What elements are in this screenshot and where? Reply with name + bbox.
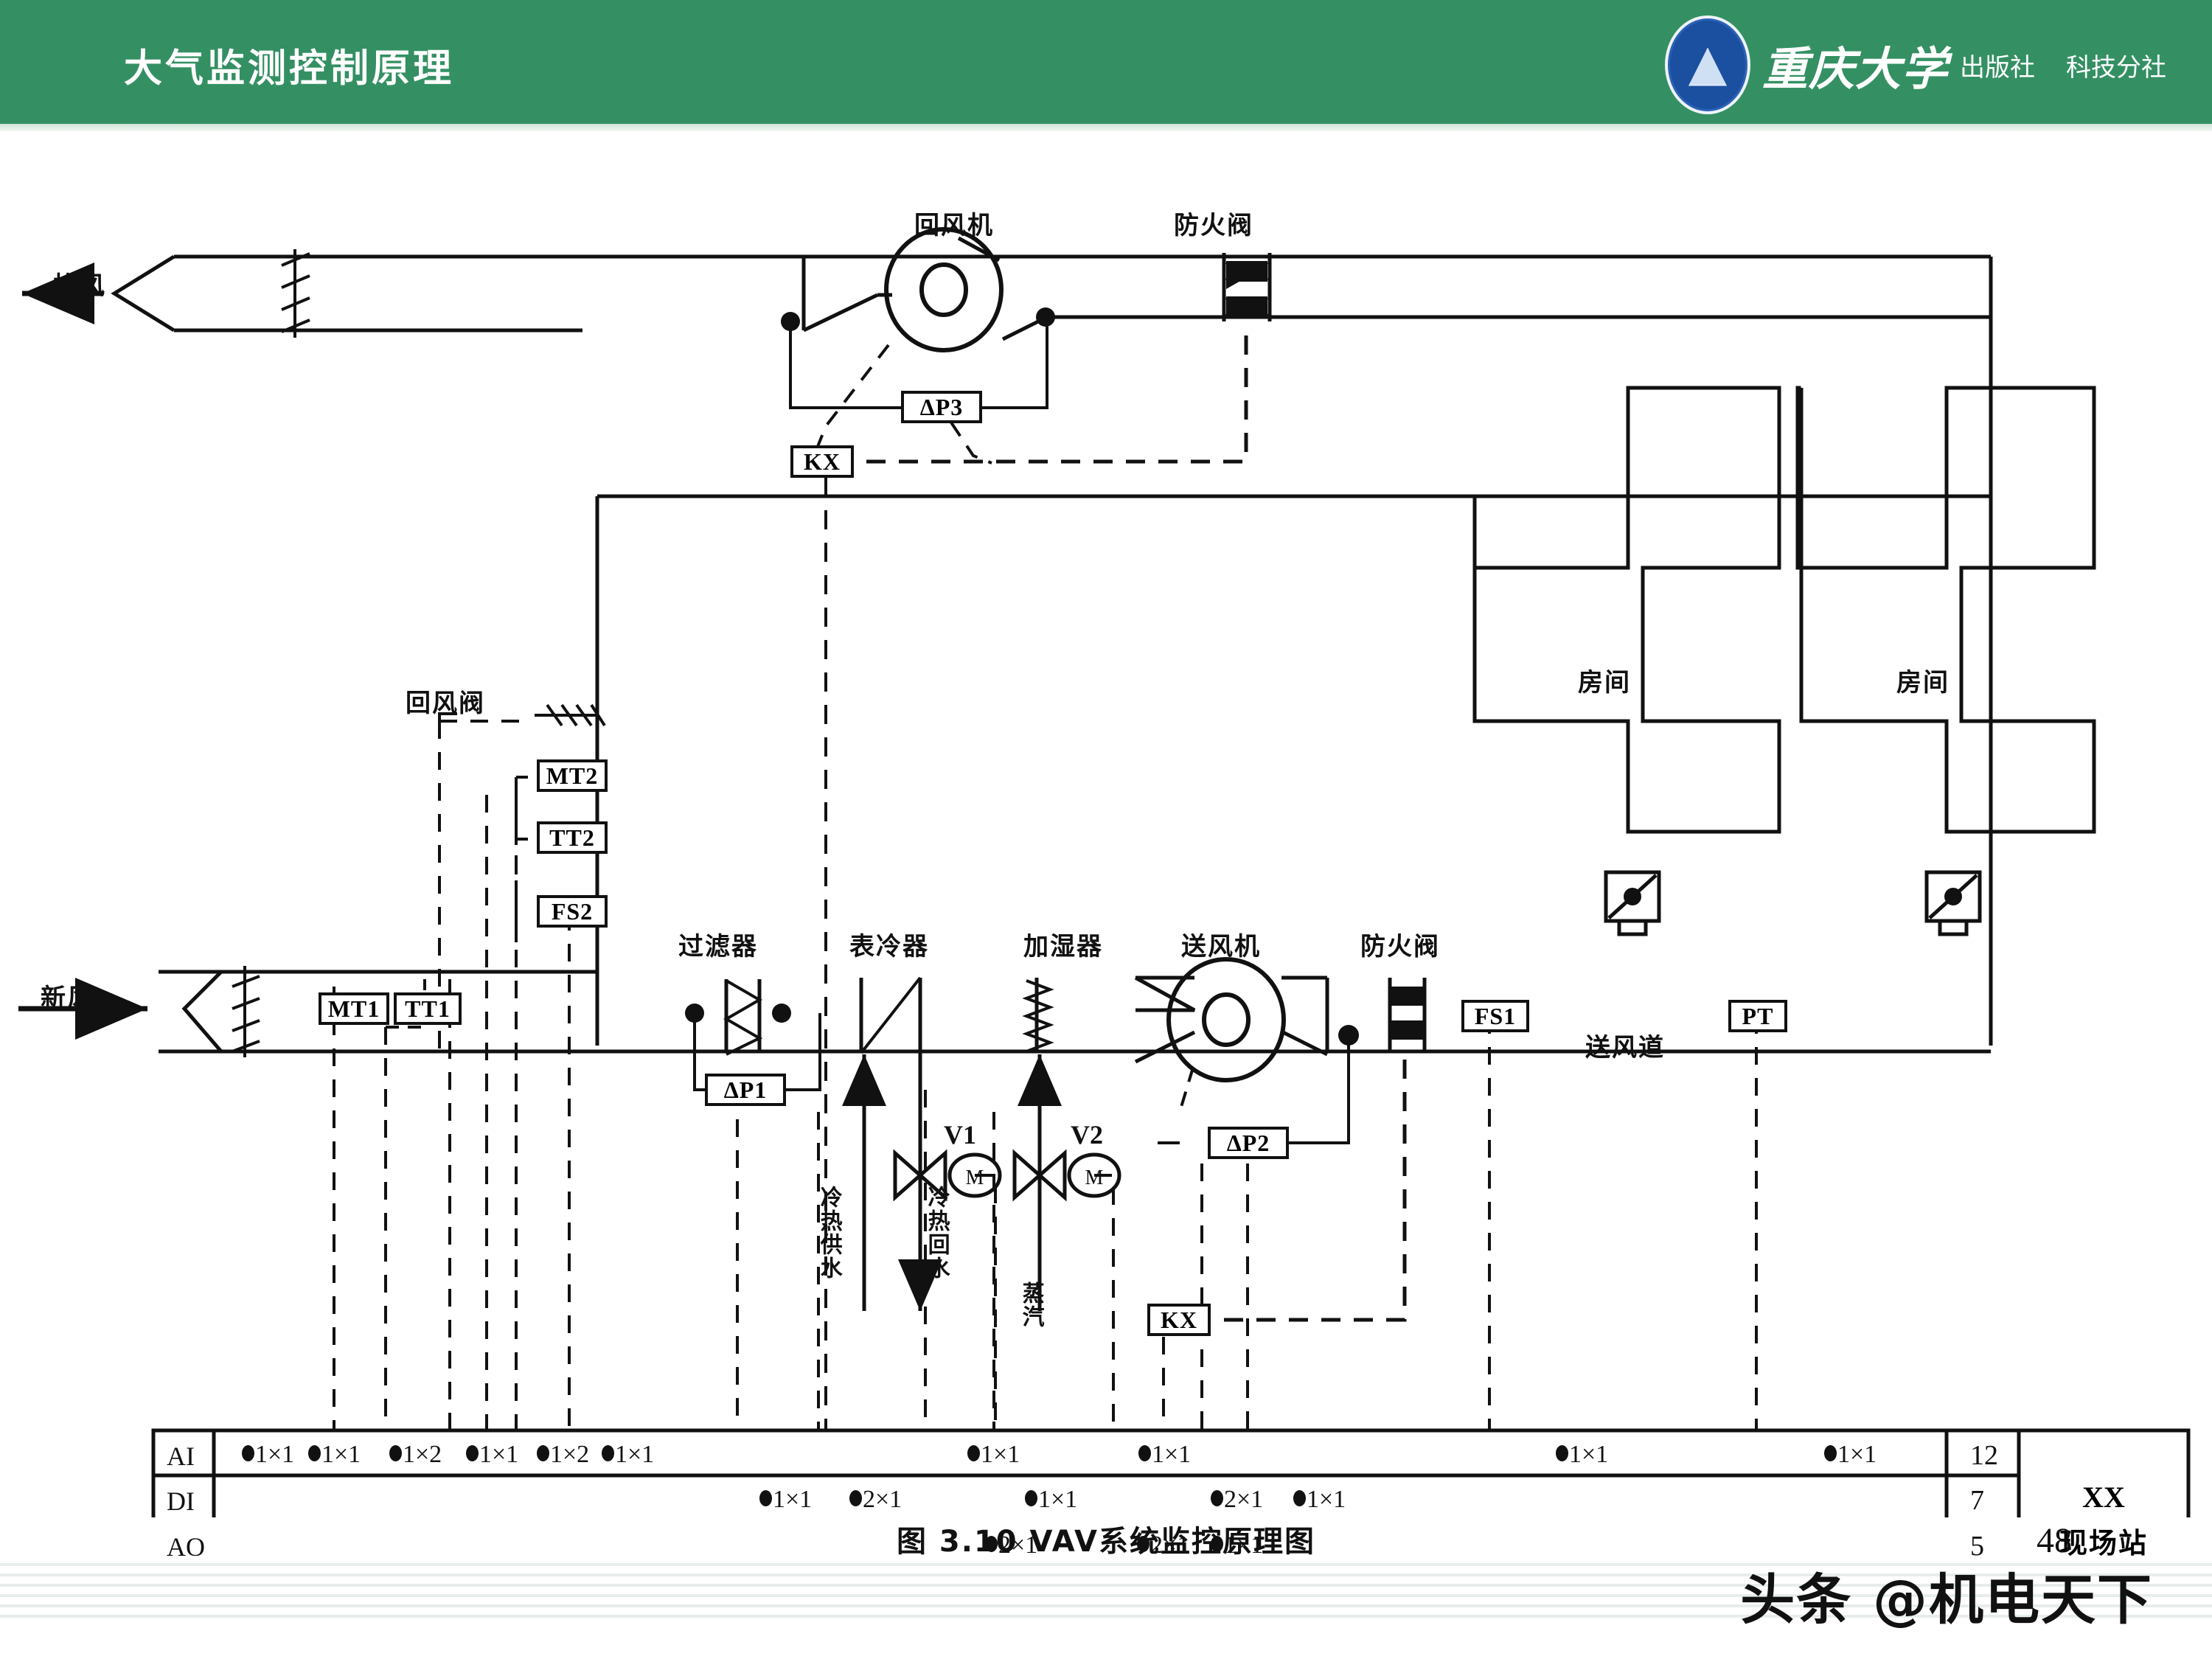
io-point-value: 1×1	[1569, 1441, 1609, 1468]
label-chilled-hot-water-return: 冷热回水	[923, 1186, 950, 1280]
io-point-value: 1×1	[1152, 1441, 1192, 1468]
tag-dp3[interactable]: ΔP3	[901, 391, 982, 423]
io-point-value: 2×1	[1224, 1486, 1264, 1513]
vav-system-diagram: M M	[0, 131, 2212, 1607]
io-point-dot	[1137, 1536, 1150, 1552]
page-header: 大气监测控制原理 重庆大学 出版社 科技分社	[0, 0, 2212, 124]
university-seal-icon	[1664, 15, 1750, 114]
svg-text:M: M	[1085, 1166, 1104, 1189]
header-divider	[0, 124, 2212, 131]
publisher-logo: 重庆大学 出版社 科技分社	[1664, 15, 2166, 114]
io-point-value: 1×1	[773, 1486, 813, 1513]
tag-mt2[interactable]: MT2	[537, 759, 608, 792]
label-exhaust-air: 排风	[53, 271, 106, 301]
io-row-label-ai: AI	[167, 1441, 195, 1471]
diagram-vector-layer: M M	[18, 227, 2191, 1517]
tag-kx-bottom[interactable]: KX	[1147, 1304, 1211, 1336]
page-title: 大气监测控制原理	[124, 46, 455, 91]
label-room-right: 房间	[1896, 668, 1950, 698]
io-total-ao: 5	[1970, 1531, 1984, 1562]
label-filter: 过滤器	[678, 932, 758, 961]
tag-tt1[interactable]: TT1	[394, 992, 462, 1025]
io-point-dot	[602, 1445, 614, 1461]
io-point-dot	[985, 1536, 998, 1552]
tag-kx-top[interactable]: KX	[790, 445, 854, 478]
io-point-value: 1×1	[1224, 1531, 1264, 1559]
field-station-line1: XX	[2082, 1481, 2125, 1514]
io-point-value: 1×1	[1307, 1486, 1346, 1513]
io-point-value: 1×1	[1837, 1441, 1877, 1468]
io-point-dot	[389, 1445, 402, 1461]
tag-tt2[interactable]: TT2	[537, 821, 608, 854]
io-point-dot	[849, 1490, 862, 1506]
io-point-value: 2×1	[863, 1486, 902, 1513]
io-point-value: 1×1	[1038, 1486, 1078, 1513]
io-point-value: 1×2	[403, 1441, 442, 1468]
label-return-damper: 回风阀	[406, 689, 485, 718]
field-station-cell: XX 现场站	[2019, 1430, 2188, 1610]
io-row-label-di: DI	[167, 1486, 195, 1516]
io-point-dot	[242, 1445, 254, 1461]
io-point-value: 1×1	[981, 1441, 1020, 1468]
io-point-dot	[1293, 1490, 1306, 1506]
io-point-dot	[1556, 1445, 1568, 1461]
footer-decoration	[0, 1556, 2212, 1622]
field-station-line2: 现场站	[2059, 1527, 2148, 1559]
svg-text:M: M	[966, 1166, 984, 1189]
io-point-value: 1×1	[479, 1441, 519, 1468]
io-point-value: 1×2	[550, 1441, 590, 1468]
io-point-dot	[759, 1490, 772, 1506]
tag-fs1[interactable]: FS1	[1461, 1000, 1529, 1032]
label-fire-damper-bottom: 防火阀	[1360, 932, 1440, 961]
logo-branch-name: 科技分社	[2066, 52, 2166, 83]
io-point-value: 1×1	[321, 1441, 361, 1468]
tag-v1: V1	[944, 1120, 976, 1150]
tag-mt1[interactable]: MT1	[319, 992, 389, 1025]
io-point-dot	[1824, 1445, 1837, 1461]
io-total-di: 7	[1970, 1485, 1984, 1516]
io-point-dot	[1211, 1490, 1223, 1506]
watermark-text: 头条 @机电天下	[1740, 1568, 2153, 1632]
label-supply-duct: 送风道	[1585, 1033, 1665, 1062]
label-chilled-hot-water-supply: 冷热供水	[815, 1186, 842, 1280]
label-fresh-air: 新风	[41, 984, 94, 1013]
label-cooling-coil: 表冷器	[849, 932, 929, 961]
io-point-dot	[1211, 1536, 1223, 1552]
tag-v2: V2	[1071, 1120, 1103, 1150]
tag-fs2[interactable]: FS2	[537, 895, 608, 928]
page-number: 48	[2037, 1521, 2072, 1560]
io-point-value: 1×1	[255, 1441, 295, 1468]
tag-dp2[interactable]: ΔP2	[1208, 1127, 1289, 1159]
label-humidifier: 加湿器	[1023, 932, 1103, 961]
io-total-ai: 12	[1970, 1440, 1998, 1471]
label-room-left: 房间	[1578, 668, 1631, 698]
io-point-value: 1×1	[615, 1441, 655, 1468]
io-point-value: 2×1	[998, 1531, 1038, 1559]
tag-pt[interactable]: PT	[1728, 1000, 1787, 1032]
logo-university-name: 重庆大学	[1761, 42, 1948, 96]
label-supply-fan: 送风机	[1181, 932, 1261, 961]
figure-caption: 图 3.10 VAV系统监控原理图	[897, 1525, 1315, 1559]
tag-dp1[interactable]: ΔP1	[705, 1074, 786, 1106]
io-point-value: 2×1	[1150, 1531, 1190, 1559]
io-point-dot	[1138, 1445, 1151, 1461]
io-point-dot	[967, 1445, 980, 1461]
logo-publisher-name: 出版社	[1960, 52, 2035, 83]
io-point-dot	[308, 1445, 321, 1461]
io-point-dot	[466, 1445, 479, 1461]
label-fire-damper-top: 防火阀	[1174, 211, 1253, 240]
io-point-dot	[537, 1445, 549, 1461]
io-point-dot	[1025, 1490, 1037, 1506]
label-return-fan: 回风机	[914, 211, 994, 240]
label-steam: 蒸汽	[1018, 1281, 1044, 1329]
